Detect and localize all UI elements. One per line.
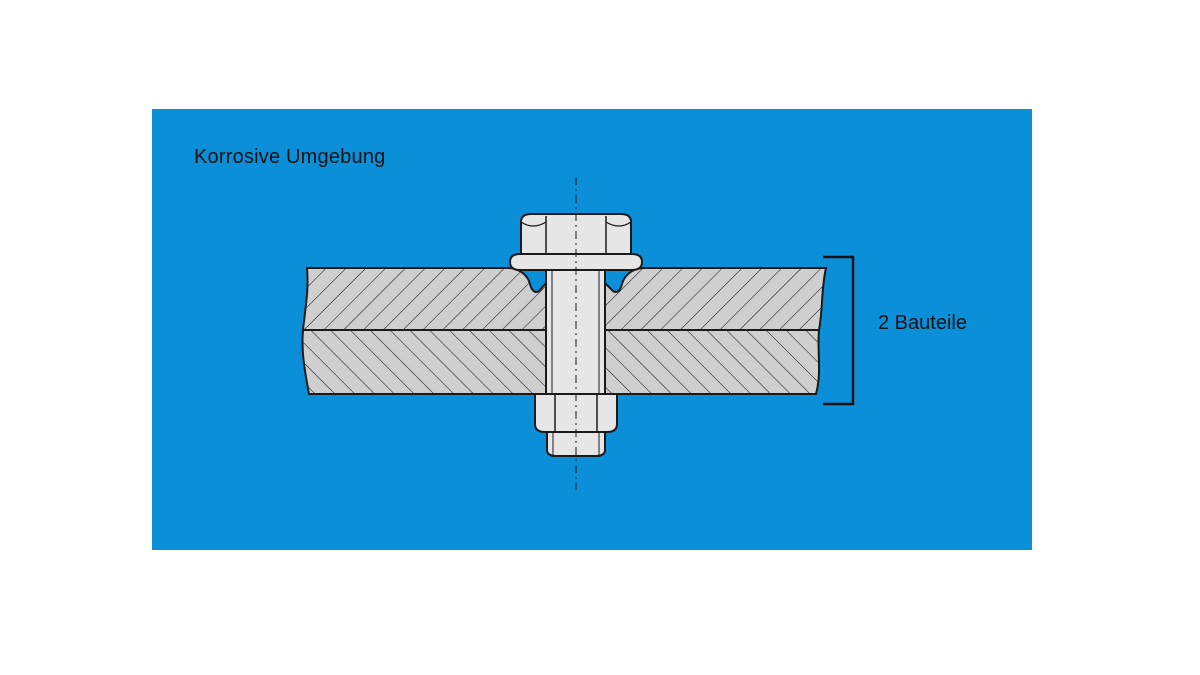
- upper-component-left: [301, 267, 547, 331]
- components-label: 2 Bauteile: [878, 312, 967, 334]
- lower-component-right: [604, 329, 821, 395]
- lower-component-left: [301, 329, 547, 395]
- bolt-end: [546, 431, 606, 457]
- components-bracket: [823, 255, 855, 406]
- environment-label: Korrosive Umgebung: [194, 146, 386, 168]
- upper-component-right: [604, 267, 828, 331]
